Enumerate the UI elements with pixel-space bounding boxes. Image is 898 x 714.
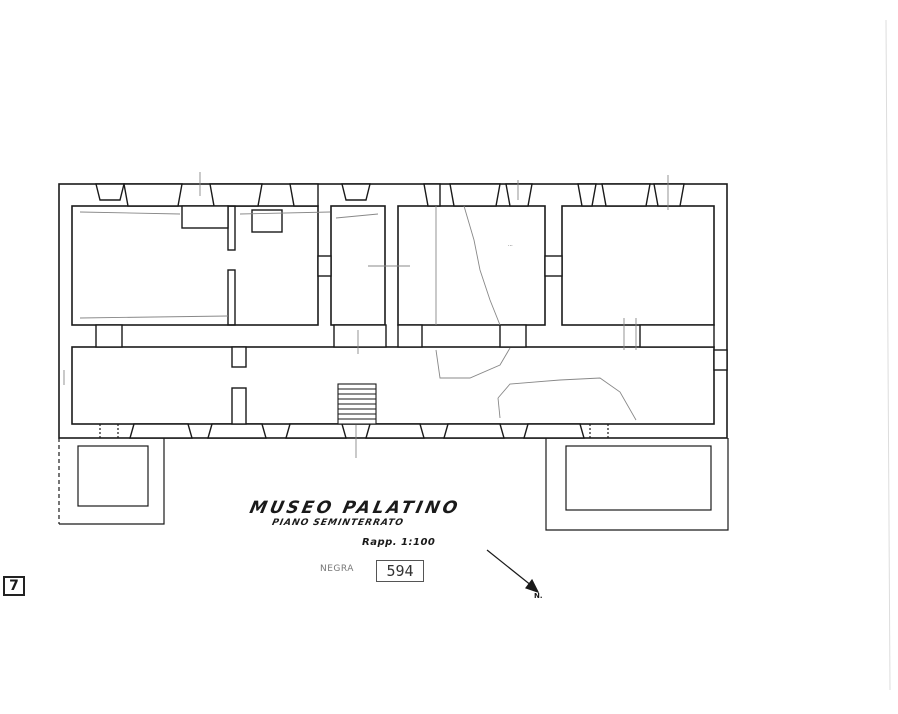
sheet-tag: 7 [3, 576, 25, 596]
top-window-recesses [95, 183, 685, 207]
north-label: N. [534, 592, 543, 600]
record-number: 594 [376, 560, 424, 582]
north-arrow [486, 549, 540, 594]
staircase [337, 383, 377, 425]
drawing-title: MUSEO PALATINO [247, 498, 463, 518]
pencil-marks [63, 172, 669, 458]
room-3 [397, 205, 546, 326]
building-outline [58, 183, 728, 439]
room-note: ... [508, 242, 513, 248]
rooms [71, 205, 715, 326]
bottom-window-recesses [129, 423, 585, 439]
record-label: NEGRA [320, 564, 354, 574]
drawing-subtitle: PIANO SEMINTERRATO [270, 518, 405, 528]
drawing-scale: Rapp. 1:100 [362, 537, 436, 548]
internal-walls [95, 205, 728, 425]
room-2 [330, 205, 386, 326]
room-4 [561, 205, 715, 326]
paper-edge [885, 19, 891, 691]
lower-annex [58, 424, 729, 531]
